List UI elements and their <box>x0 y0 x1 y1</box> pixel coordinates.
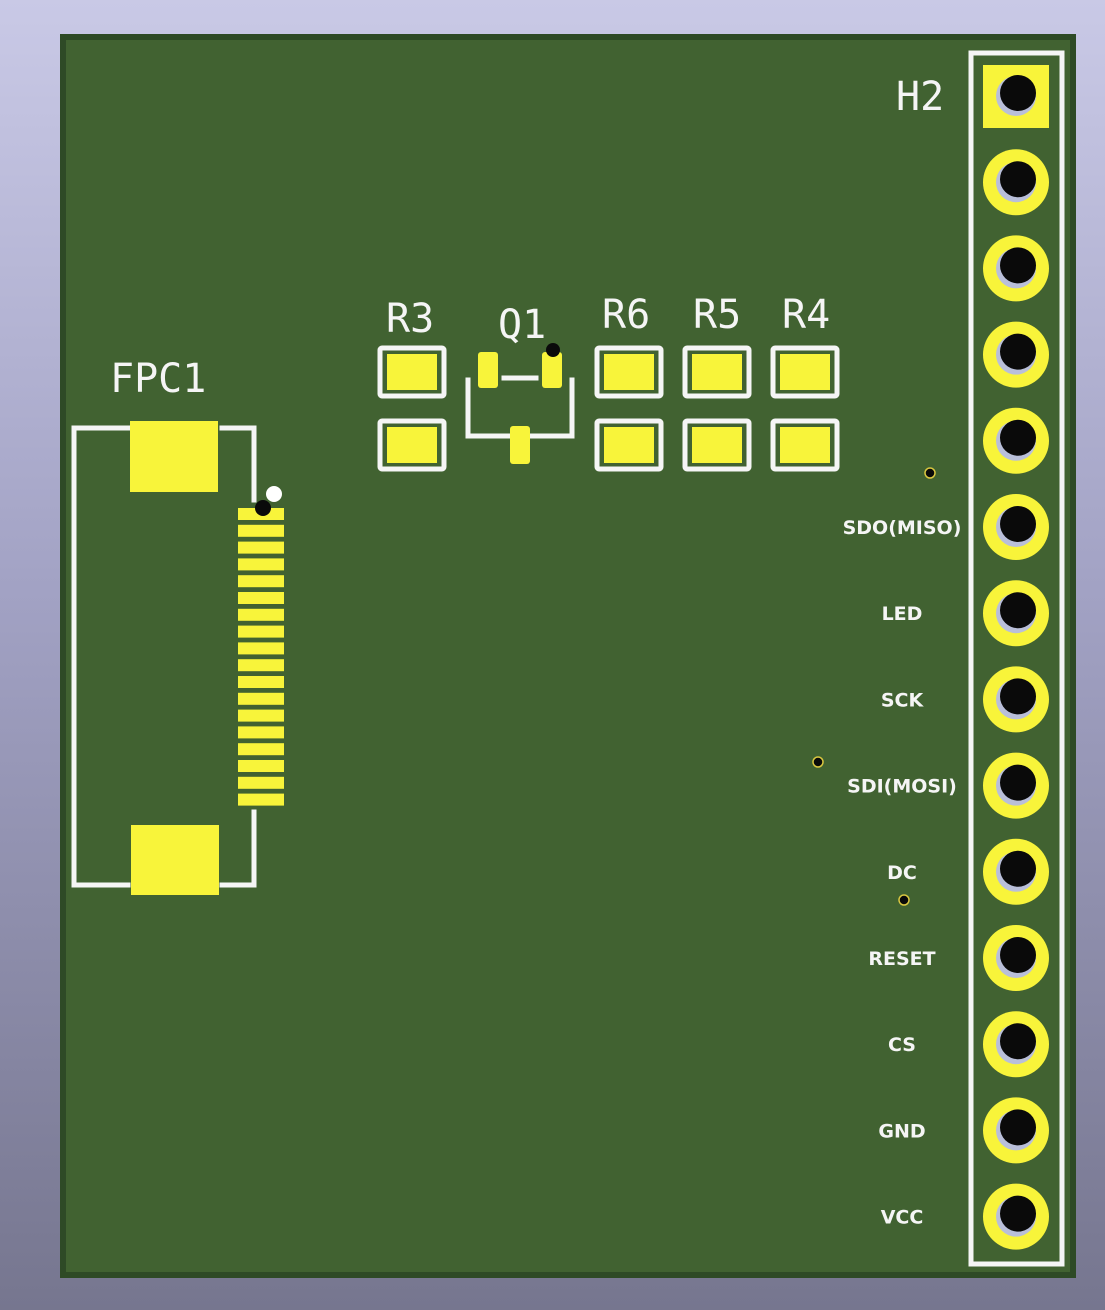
r4-outline-top <box>770 345 840 399</box>
r5-outline-top <box>682 345 752 399</box>
fpc-signal-pad <box>238 659 284 672</box>
fpc-signal-pad <box>238 575 284 588</box>
fpc-signal-pad <box>238 709 284 722</box>
fpc-signal-pad <box>238 592 284 604</box>
pin-header-h2[interactable]: H2 SDO(MISO) LED SCK SDI(MOSI) DC RESET CS GND V… <box>843 50 1065 1267</box>
header-pin-label: VCC <box>881 1207 924 1229</box>
header-pin-drill-hole <box>1000 161 1036 198</box>
fpc-signal-pad <box>238 558 284 571</box>
fpc-signal-pad <box>238 541 284 554</box>
header-pin-drill-hole <box>1000 1109 1036 1146</box>
resistor-r4[interactable]: R4 <box>770 292 840 472</box>
r5-pad-2 <box>692 427 742 463</box>
header-pin-drill-hole <box>1000 506 1036 542</box>
header-pin-label: CS <box>888 1034 916 1056</box>
r4-pad-2 <box>780 427 830 463</box>
header-pin-drill-hole <box>1000 592 1036 629</box>
header-pin-drill-hole <box>1000 678 1036 715</box>
r6-pad-1 <box>604 354 654 390</box>
header-pin-label: SDI(MOSI) <box>847 776 957 798</box>
fpc-connector[interactable]: FPC1 <box>71 356 284 895</box>
fpc-signal-pad <box>238 692 284 705</box>
q1-pad-2 <box>542 352 562 388</box>
r6-outline-bottom <box>594 418 664 472</box>
header-pin-label: LED <box>882 603 923 625</box>
header-pin-label: SCK <box>881 689 925 711</box>
header-pin-label: SDO(MISO) <box>843 517 962 539</box>
via <box>924 467 936 479</box>
r4-outline-bottom <box>770 418 840 472</box>
fpc-signal-pads <box>238 508 284 806</box>
header-pin-drill-hole <box>1000 850 1036 887</box>
fpc-outline-right <box>219 425 257 503</box>
r3-pad-2 <box>387 427 437 463</box>
r6-ref-label: R6 <box>602 292 650 338</box>
header-pin-drill-hole <box>1000 247 1036 284</box>
fpc-pin1-marker <box>266 486 282 502</box>
fpc-signal-pad <box>238 608 284 621</box>
r3-outline-top <box>377 345 447 399</box>
fpc-signal-pad <box>238 793 284 806</box>
q1-outline <box>465 377 511 439</box>
header-pin-drill-hole <box>1000 419 1036 456</box>
h2-ref-label: H2 <box>896 74 944 120</box>
fpc-signal-pad <box>238 625 284 638</box>
q1-outline-right <box>529 377 575 439</box>
fpc-signal-pad <box>238 676 284 688</box>
r3-ref-label: R3 <box>386 296 434 342</box>
header-pin-drill-hole <box>1000 1023 1036 1060</box>
r6-outline-top <box>594 345 664 399</box>
header-pins: SDO(MISO) LED SCK SDI(MOSI) DC RESET CS GND VCC <box>843 65 1049 1250</box>
fpc-signal-pad <box>238 642 284 655</box>
resistor-r5[interactable]: R5 <box>682 292 752 472</box>
via <box>898 894 910 906</box>
header-pin-drill-hole <box>1000 75 1036 111</box>
q1-ref-label: Q1 <box>498 302 546 348</box>
q1-pad-1 <box>478 352 498 388</box>
r5-pad-1 <box>692 354 742 390</box>
fpc-signal-pad <box>238 524 284 537</box>
header-pin-label: GND <box>878 1120 925 1142</box>
fpc-signal-pad <box>238 760 284 772</box>
r4-pad-1 <box>780 354 830 390</box>
fpc-pin1-dot <box>255 500 271 516</box>
pcb-board <box>60 34 1076 1278</box>
q1-pin1-dot <box>546 343 560 357</box>
fpc-mount-pad-top <box>130 421 218 492</box>
r5-outline-bottom <box>682 418 752 472</box>
r4-ref-label: R4 <box>782 292 830 338</box>
fpc-signal-pad <box>238 726 284 739</box>
header-outline <box>968 50 1065 1267</box>
header-pin-drill-hole <box>1000 333 1036 370</box>
r5-ref-label: R5 <box>693 292 741 338</box>
resistor-r3[interactable]: R3 <box>377 296 447 472</box>
fpc-outline-left <box>71 425 131 888</box>
fpc-signal-pad <box>238 776 284 789</box>
vias <box>812 467 936 906</box>
fpc-mount-pad-bottom <box>131 825 219 895</box>
r3-pad-1 <box>387 354 437 390</box>
r6-pad-2 <box>604 427 654 463</box>
header-pin-drill-hole <box>1000 764 1036 801</box>
header-pin-drill-hole <box>1000 1195 1036 1232</box>
fpc-ref-label: FPC1 <box>110 356 206 402</box>
header-pin-label: DC <box>887 862 917 884</box>
r3-outline-bottom <box>377 418 447 472</box>
fpc-outline-right-bottom <box>219 809 257 888</box>
transistor-q1[interactable]: Q1 <box>465 302 575 464</box>
via <box>812 756 824 768</box>
fpc-signal-pad <box>238 743 284 756</box>
header-pin-label: RESET <box>868 948 935 970</box>
q1-pad-3 <box>510 426 530 464</box>
resistor-r6[interactable]: R6 <box>594 292 664 472</box>
header-pin-drill-hole <box>1000 937 1036 973</box>
